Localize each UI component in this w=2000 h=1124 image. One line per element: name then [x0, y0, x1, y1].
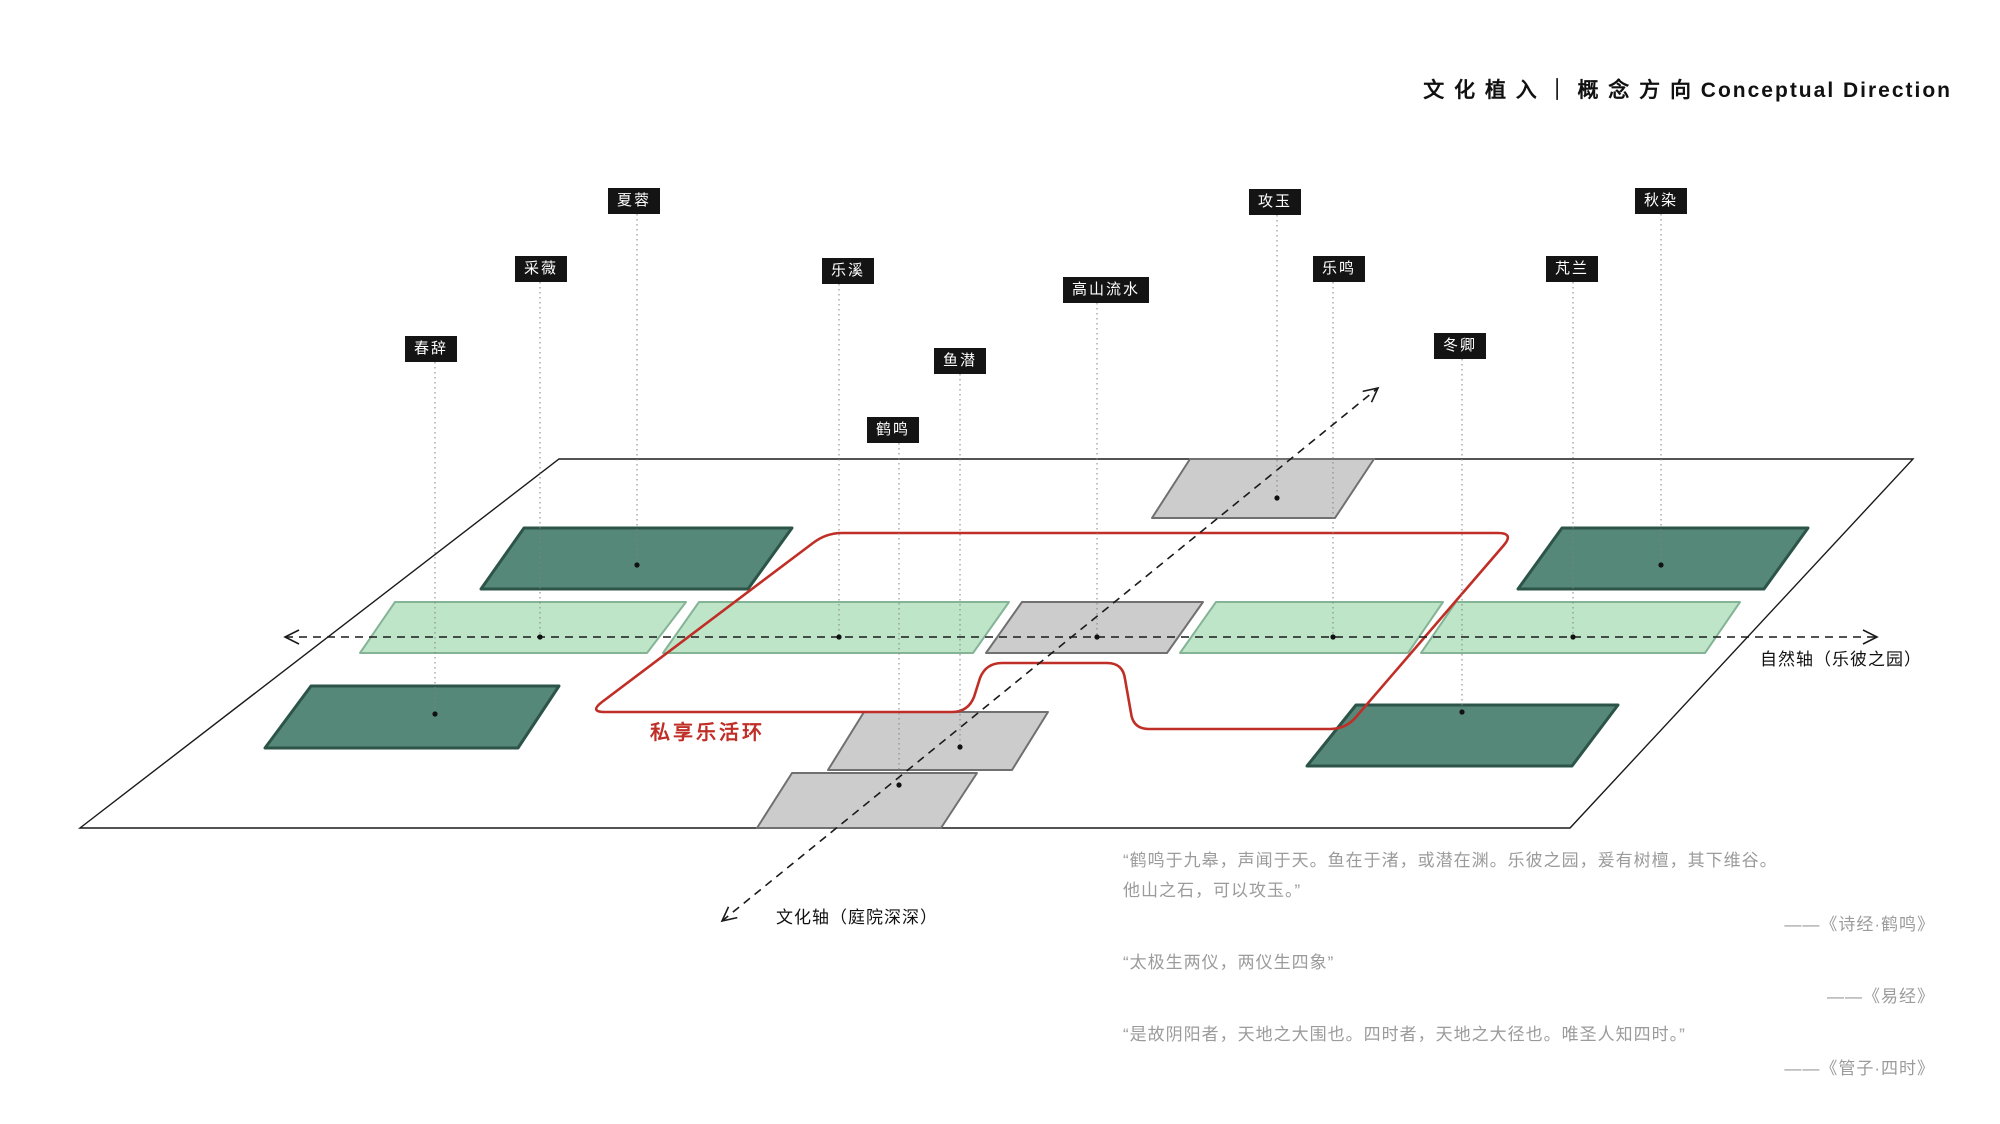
- zone-label-caiwei: 采薇: [514, 256, 568, 282]
- natural-axis-label: 自然轴（乐彼之园）: [1760, 650, 1922, 669]
- quote-yijing-source: ——《易经》: [1827, 987, 1935, 1006]
- zone-label-chunci: 春辞: [404, 336, 458, 362]
- natural-axis-right-arrow-icon: [1862, 629, 1879, 645]
- zone-label-yuqian: 鱼潜: [933, 348, 987, 374]
- culture-axis-line: [721, 387, 1379, 922]
- culture-axis-label: 文化轴（庭院深深）: [776, 908, 938, 927]
- quote-guanzi-source: ——《管子·四时》: [1784, 1059, 1935, 1078]
- culture-axis-bottom-arrow-icon: [720, 906, 738, 923]
- zone-label-gaoshanliushui: 高山流水: [1062, 277, 1150, 303]
- quote-guanzi-line: “是故阴阳者，天地之大围也。四时者，天地之大径也。唯圣人知四时。”: [1123, 1025, 1686, 1044]
- zone-label-leming: 乐鸣: [1312, 256, 1366, 282]
- natural-axis-left-arrow-icon: [283, 629, 300, 645]
- zone-label-dongqing: 冬卿: [1433, 333, 1487, 359]
- zone-patch-lexi: [662, 601, 1010, 654]
- zone-patch-caiwei: [359, 601, 687, 654]
- culture-axis-top-arrow-icon: [1362, 386, 1380, 403]
- zone-label-xiarong: 夏蓉: [607, 188, 661, 214]
- zone-patch-chunci: [263, 684, 561, 750]
- zone-patch-qiuran: [1516, 526, 1810, 591]
- zone-label-lexi: 乐溪: [821, 258, 875, 284]
- zone-label-gongyu: 攻玉: [1248, 189, 1302, 215]
- leisure-ring-outline: [594, 531, 1510, 731]
- zone-label-qiuran: 秋染: [1634, 188, 1688, 214]
- zone-patch-xiarong: [479, 526, 794, 591]
- quote-shijing-source: ——《诗经·鹤鸣》: [1784, 915, 1935, 934]
- page-title: 文 化 植 入 ｜ 概 念 方 向 Conceptual Direction: [1423, 79, 1952, 102]
- quote-shijing-line-1: “鹤鸣于九皋，声闻于天。鱼在于渚，或潜在渊。乐彼之园，爰有树檀，其下维谷。: [1123, 851, 1778, 870]
- leader-lines: [434, 214, 1662, 785]
- quotes-block: “鹤鸣于九皋，声闻于天。鱼在于渚，或潜在渊。乐彼之园，爰有树檀，其下维谷。 他山…: [1123, 846, 1935, 1092]
- zone-label-penglan: 芃兰: [1545, 256, 1599, 282]
- quote-shijing-line-2: 他山之石，可以攻玉。”: [1123, 881, 1302, 900]
- zone-patch-gaoshanliushui: [985, 601, 1204, 654]
- zone-patch-heming: [756, 772, 978, 829]
- zone-patch-leming: [1179, 601, 1444, 654]
- zone-patch-yuqian: [827, 711, 1049, 771]
- zone-patch-gongyu: [1151, 458, 1375, 519]
- zone-label-heming: 鹤鸣: [866, 417, 920, 443]
- zone-patch-dongqing: [1305, 703, 1620, 768]
- leisure-ring-label: 私享乐活环: [650, 722, 765, 744]
- zone-patch-penglan: [1420, 601, 1741, 654]
- leader-dots: [432, 495, 1664, 788]
- quote-yijing-line: “太极生两仪，两仪生四象”: [1123, 953, 1335, 972]
